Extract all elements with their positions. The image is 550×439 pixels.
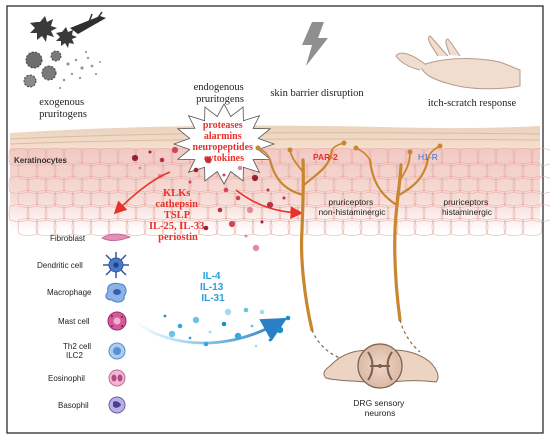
cell-label-fibroblast: Fibroblast xyxy=(50,234,86,243)
interleukin-dot xyxy=(168,330,176,338)
pruriceptors-histaminergic-label: pruriceptors histaminergic xyxy=(442,197,493,217)
mast-cell-icon xyxy=(107,311,127,331)
lightning-icon xyxy=(302,22,328,66)
interleukin-dot xyxy=(268,338,272,342)
pruriceptors-non-histaminergic-label: pruriceptors non-histaminergic xyxy=(318,197,386,217)
mediator-dot xyxy=(148,150,152,154)
mediator-dot xyxy=(244,234,248,238)
mediator-dot xyxy=(203,225,209,231)
interleukin-dot xyxy=(259,309,265,315)
starburst-item: neuropeptides xyxy=(193,142,253,153)
spinal-cord-icon xyxy=(323,343,439,389)
interleukin-dot xyxy=(285,315,291,321)
interleukin-dot xyxy=(250,324,254,328)
mediator-dot xyxy=(237,165,243,171)
th2-cell-icon xyxy=(108,342,126,360)
interleukin-dot xyxy=(163,314,167,318)
mediator-dot xyxy=(171,146,179,154)
cell-label-th2: Th2 cell xyxy=(63,342,91,351)
basophil-icon xyxy=(108,396,126,414)
interleukin-dot xyxy=(221,321,227,327)
mediator-dot xyxy=(159,157,165,163)
interleukin-dot xyxy=(208,330,212,334)
mediator-dot xyxy=(188,180,192,184)
interleukin-dot xyxy=(192,316,200,324)
interleukin-dot xyxy=(254,344,258,348)
mediator-dot xyxy=(204,156,212,164)
mediator-dot xyxy=(252,244,260,252)
drg-label: DRG sensory neurons xyxy=(353,398,406,418)
mediator-dot xyxy=(266,201,274,209)
par2-label: PAR-2 xyxy=(313,152,338,162)
interleukin-dot xyxy=(234,332,242,340)
interleukin-labels: IL-4 IL-13 IL-31 xyxy=(200,271,226,304)
pathogen-icon xyxy=(23,11,106,90)
starburst-item: alarmins xyxy=(204,131,242,142)
dendritic-cell-icon xyxy=(103,252,129,278)
interleukin-dot xyxy=(177,323,183,329)
starburst-item: proteases xyxy=(203,120,243,131)
exogenous-label: exogenous pruritogens xyxy=(39,97,87,120)
hand-scratching-icon xyxy=(395,35,521,90)
itch-label: itch-scratch response xyxy=(428,98,517,109)
endogenous-mediators-starburst: proteases alarmins neuropeptides cytokin… xyxy=(172,103,276,185)
mediator-dot xyxy=(235,195,241,201)
interleukin-dot xyxy=(243,307,249,313)
interleukin-dot xyxy=(276,326,284,334)
interleukin-dots xyxy=(163,307,291,348)
arrow-to-fibroblast xyxy=(113,171,171,215)
interleukin-dot xyxy=(188,336,192,340)
fibroblast-icon xyxy=(101,233,131,241)
barrier-label: skin barrier disruption xyxy=(270,88,364,99)
mediator-dot xyxy=(260,220,264,224)
keratinocytes-label: Keratinocytes xyxy=(14,156,67,165)
mediator-dot xyxy=(138,166,142,170)
cell-label-ilc2: ILC2 xyxy=(66,351,83,360)
mediator-dot xyxy=(282,196,286,200)
cell-label-basophil: Basophil xyxy=(58,401,89,410)
interleukin-dot xyxy=(203,341,209,347)
mediator-dot xyxy=(131,154,139,162)
eosinophil-icon xyxy=(108,369,126,387)
mediator-dot xyxy=(223,187,229,193)
interleukin-arrow xyxy=(134,317,288,345)
cell-label-mast: Mast cell xyxy=(58,317,90,326)
cell-label-eosinophil: Eosinophil xyxy=(48,374,85,383)
receptor-markers xyxy=(255,140,443,155)
cell-label-macrophage: Macrophage xyxy=(47,288,92,297)
macrophage-icon xyxy=(105,282,127,303)
mediator-dot xyxy=(193,167,199,173)
arrow-to-nerve xyxy=(235,189,304,220)
keratinocyte-mediators: KLKs cathepsin TSLP IL-25, IL-33 periost… xyxy=(149,188,207,243)
immune-cells: Fibroblast Dendritic cell Macrophage Mas… xyxy=(37,233,131,414)
mediator-dot xyxy=(217,207,223,213)
h1r-label: H1-R xyxy=(418,152,438,162)
mediator-dot xyxy=(222,173,226,177)
skin-layers xyxy=(8,125,550,236)
mediator-dot xyxy=(246,206,254,214)
nerve-fibers xyxy=(257,142,441,332)
starburst-item: cytokines xyxy=(204,153,244,164)
mediator-dot xyxy=(251,174,259,182)
cell-label-dendritic: Dendritic cell xyxy=(37,261,83,270)
svg-text:proteases alarmins: proteases alarmins neuropeptides cytokin… xyxy=(193,120,256,164)
interleukin-dot xyxy=(224,308,232,316)
mediator-dots xyxy=(131,146,286,252)
mediator-dot xyxy=(228,220,236,228)
endogenous-label: endogenous pruritogens xyxy=(194,82,247,105)
mediator-dot xyxy=(266,188,270,192)
